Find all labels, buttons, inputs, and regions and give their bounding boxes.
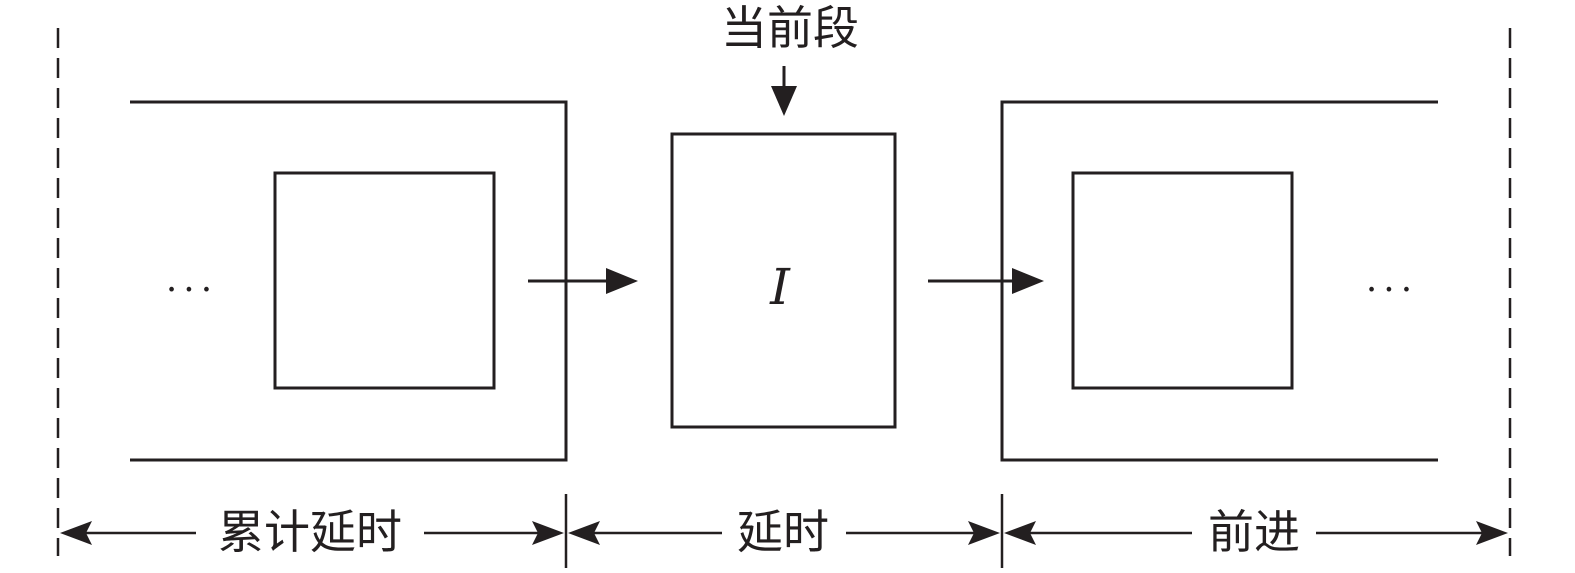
delay-label: 延时 (737, 505, 829, 559)
current-segment-box (670, 132, 897, 429)
left-ellipsis: ··· (166, 270, 218, 311)
cumulative-delay-arrow-right (532, 521, 564, 545)
left-to-center-arrow-head (606, 268, 638, 294)
cumulative-delay-label: 累计延时 (218, 505, 402, 559)
left-inner-segment-box (273, 171, 496, 390)
forward-label: 前进 (1208, 505, 1300, 559)
delay-arrow-left (568, 521, 600, 545)
delay-arrow-right (968, 521, 1000, 545)
forward-arrow-left (1004, 521, 1036, 545)
cumulative-delay-arrow-left (60, 521, 92, 545)
current-segment-arrow-head (771, 86, 797, 116)
center-to-right-arrow-head (1012, 268, 1044, 294)
current-segment-symbol: I (769, 258, 791, 316)
current-segment-label: 当前段 (721, 1, 859, 55)
right-ellipsis: ··· (1366, 270, 1418, 311)
right-inner-segment-box (1071, 171, 1294, 390)
forward-arrow-right (1476, 521, 1508, 545)
